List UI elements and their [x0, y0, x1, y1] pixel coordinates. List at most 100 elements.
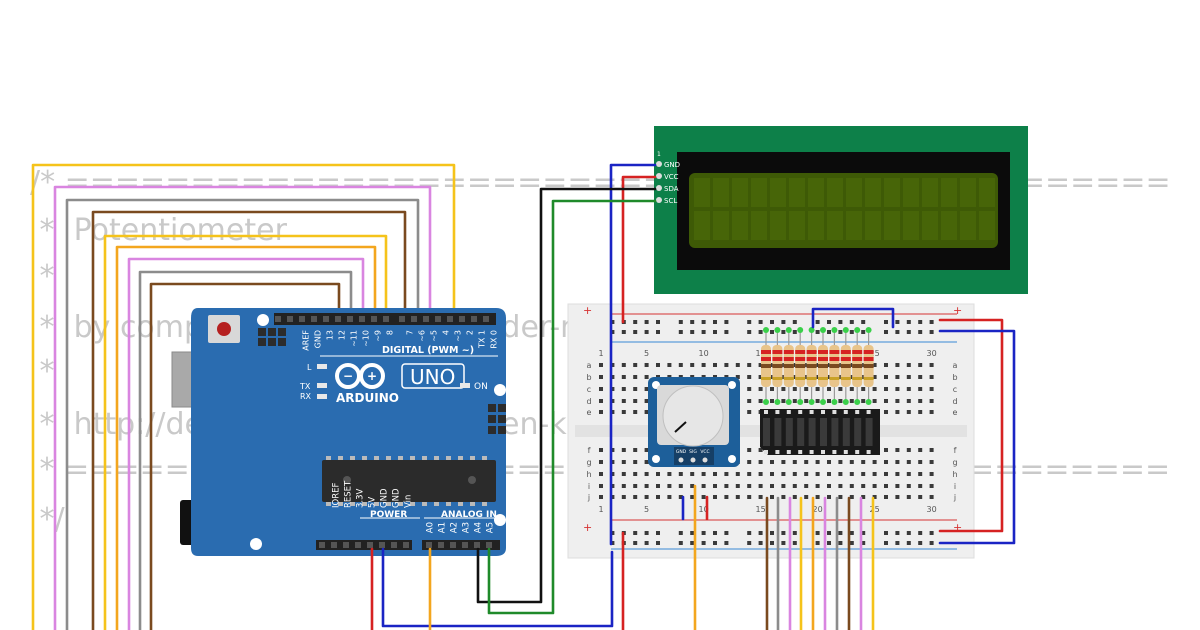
lcd-vcc-wire — [621, 175, 657, 324]
led-tx — [317, 383, 327, 388]
breadboard-hole — [815, 472, 820, 476]
lcd-char-cell — [979, 178, 995, 207]
rail-hole — [644, 541, 649, 545]
breadboard-hole — [929, 363, 934, 367]
digital-pin-label-3: 12 — [338, 330, 347, 340]
resistor-band — [818, 377, 828, 380]
breadboard-hole — [929, 375, 934, 379]
rail-hole — [815, 330, 820, 334]
rail-hole — [838, 320, 843, 324]
row-label-f: f — [954, 446, 957, 455]
plus-sign: + — [583, 304, 592, 317]
uno-label: UNO — [410, 365, 455, 389]
power-pin-hole — [391, 542, 397, 548]
digital-pin-hole — [299, 316, 305, 322]
breadboard-hole — [610, 448, 615, 452]
pot-pin-label-vcc: VCC — [700, 449, 709, 455]
breadboard-hole — [667, 472, 672, 476]
col-label-bottom-1: 1 — [598, 505, 603, 514]
breadboard-hole — [872, 375, 877, 379]
led-bar-pin — [775, 450, 780, 454]
breadboard-hole — [781, 375, 786, 379]
analog-pin-label-0: A0 — [426, 522, 436, 533]
breadboard-hole — [701, 484, 706, 488]
lcd-pin-label-scl: SCL — [664, 197, 677, 205]
breadboard-hole — [599, 375, 603, 379]
breadboard-hole — [918, 460, 923, 464]
resistor-band — [829, 357, 840, 361]
mount-hole — [257, 314, 269, 326]
pot-pin-vcc — [702, 457, 708, 463]
rail-hole — [895, 541, 900, 545]
breadboard-hole — [644, 399, 649, 403]
rail-hole — [781, 531, 786, 535]
col-label-bottom-25: 25 — [870, 505, 880, 514]
rail-hole — [747, 541, 752, 545]
rail-hole — [906, 320, 911, 324]
breadboard-hole — [633, 410, 638, 414]
chip-pin — [470, 456, 475, 460]
breadboard-hole — [918, 448, 923, 452]
rail-hole — [770, 541, 774, 545]
rail-hole — [713, 531, 717, 535]
lcd-char-cell — [922, 211, 938, 240]
rail-hole — [758, 320, 763, 324]
rail-hole — [656, 330, 660, 334]
breadboard-hole — [906, 410, 911, 414]
breadboard-hole — [815, 387, 820, 391]
comment-line-2: * — [30, 259, 55, 294]
led-bar-segment-2 — [785, 418, 793, 446]
led-bar-segment-1 — [774, 418, 782, 446]
resistor-node — [774, 327, 781, 333]
digital-pin-hole — [471, 316, 477, 322]
resistor-band — [783, 357, 794, 361]
led-label-tx: TX — [299, 382, 311, 391]
pot-hole — [728, 455, 736, 463]
breadboard-hole — [918, 363, 923, 367]
breadboard-hole — [735, 495, 740, 499]
chip-pin — [398, 502, 403, 506]
analog-pin-hole — [426, 542, 432, 548]
rail-hole — [918, 541, 923, 545]
breadboard-hole — [861, 363, 866, 367]
breadboard-hole — [621, 484, 626, 488]
breadboard-hole — [792, 375, 797, 379]
chip-pin — [434, 456, 439, 460]
rail-hole — [861, 330, 866, 334]
icsp-pin — [278, 328, 286, 336]
breadboard-hole — [849, 460, 854, 464]
breadboard-hole — [758, 448, 763, 452]
lcd-char-cell — [865, 178, 881, 207]
digital-wire-5 — [115, 245, 377, 630]
chip-pin — [434, 502, 439, 506]
resistor-band — [863, 377, 874, 380]
col-label-top-25: 25 — [870, 349, 880, 358]
rail-hole — [633, 330, 638, 334]
breadboard-hole — [747, 472, 752, 476]
resistor-band — [863, 350, 874, 354]
breadboard-hole — [872, 484, 877, 488]
lcd-char-cell — [884, 211, 900, 240]
lcd-char-cell — [770, 178, 786, 207]
breadboard-hole — [929, 410, 934, 414]
breadboard-hole — [838, 495, 843, 499]
lcd-pin-vcc — [656, 173, 662, 179]
analog-pin-label-3: A3 — [462, 522, 472, 533]
resistor-band — [795, 350, 806, 354]
resistor-2 — [783, 327, 794, 405]
resistor-band — [863, 364, 874, 368]
lcd-sda-wire — [476, 187, 657, 604]
resistor-node — [785, 327, 792, 333]
breadboard-hole — [770, 387, 774, 391]
rail-hole — [781, 330, 786, 334]
breadboard-hole — [815, 399, 820, 403]
lcd-char-cell — [694, 178, 710, 207]
breadboard-hole — [621, 460, 626, 464]
breadboard-hole — [644, 375, 649, 379]
blue-rail-bridge — [938, 329, 1016, 545]
breadboard-hole — [918, 399, 923, 403]
breadboard-hole — [838, 387, 843, 391]
resistor-node — [854, 327, 861, 333]
resistor-band — [852, 350, 863, 354]
pot-indicator — [674, 421, 687, 433]
